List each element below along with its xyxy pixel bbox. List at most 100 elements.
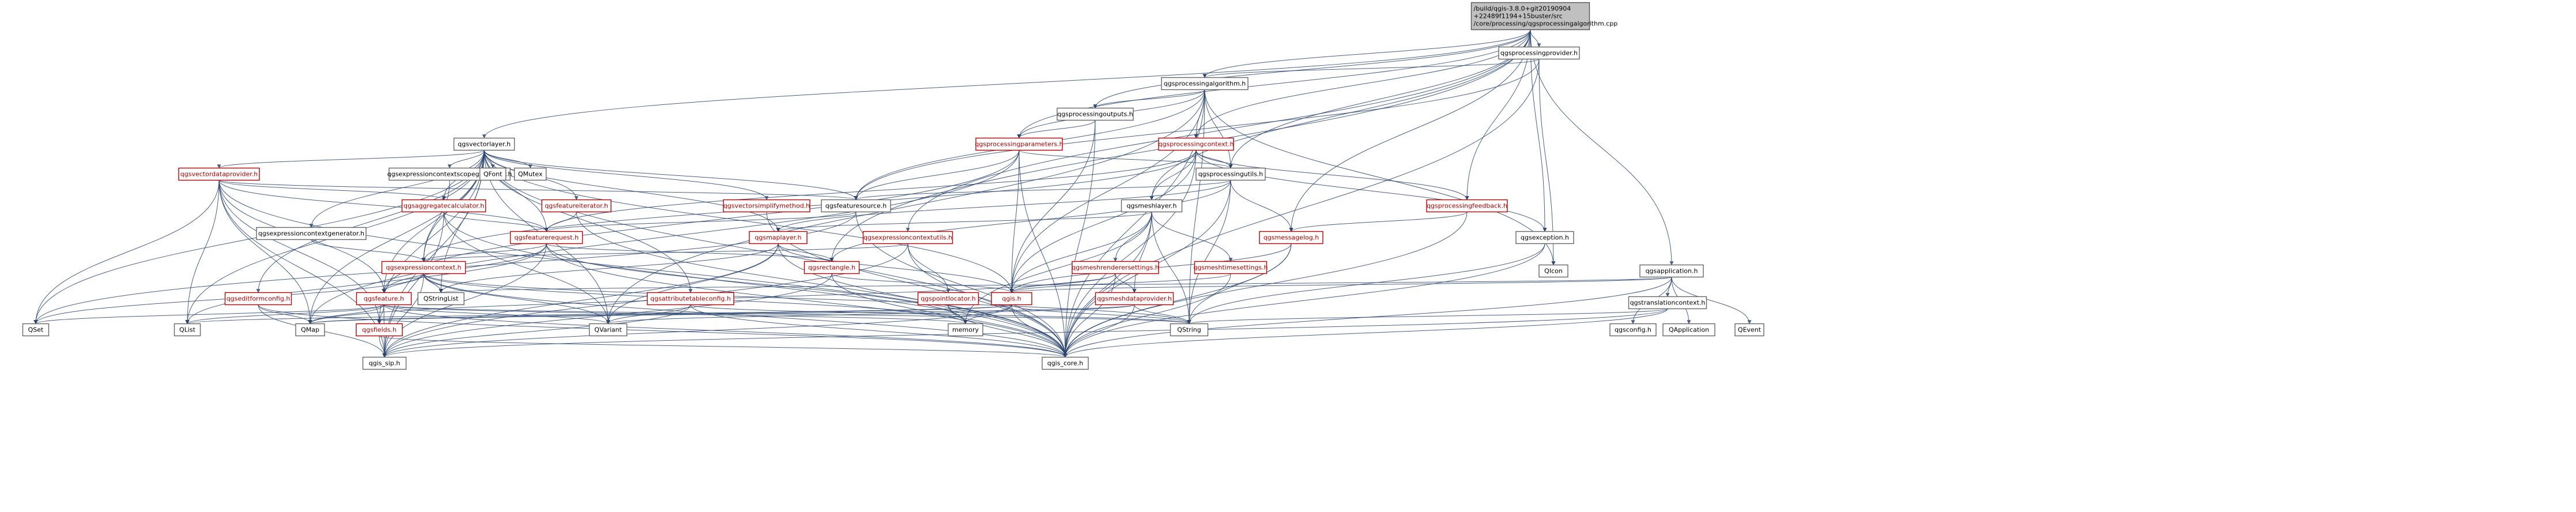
node-qgsexpressioncontext[interactable]: qgsexpressioncontext.h	[381, 261, 466, 274]
edge-qgsprocessingcontext-to-qgis_core	[1063, 150, 1197, 358]
node-qgsattributetableconfig[interactable]: qgsattributetableconfig.h	[647, 292, 734, 306]
edge-qgsprocessingfeedback-to-qgis_core	[1063, 212, 1468, 358]
node-qgis_core[interactable]: qgis_core.h	[1042, 356, 1089, 370]
node-label: QStringList	[424, 295, 459, 303]
edge-qgis-to-qgis_sip	[382, 304, 1012, 358]
edge-qgsmeshdataprovider-to-QMap	[308, 304, 1135, 325]
node-QVariant[interactable]: QVariant	[589, 323, 628, 337]
node-qgsprocessingfeedback[interactable]: qgsprocessingfeedback.h	[1426, 199, 1508, 213]
node-qgsprocessingprovider[interactable]: qgsprocessingprovider.h	[1498, 46, 1580, 60]
edge-qgsvectorlayer-to-QMutex	[484, 150, 533, 169]
edge-qgsfeaturerequest-to-qgis_core	[546, 243, 1068, 358]
node-box	[174, 323, 201, 337]
edge-qgsprocessingalgorithm-to-QString	[1187, 89, 1205, 325]
node-qgsexception[interactable]: qgsexception.h	[1515, 231, 1574, 244]
node-box	[991, 292, 1032, 306]
node-QMap[interactable]: QMap	[295, 323, 325, 337]
node-label: qgsvectordataprovider.h	[180, 171, 258, 178]
edge-qgsmeshrenderersettings-to-qgis	[1009, 273, 1116, 293]
node-qgspointlocator[interactable]: qgspointlocator.h	[917, 292, 979, 306]
node-qgseditformconfig[interactable]: qgseditformconfig.h	[224, 292, 292, 306]
node-box	[1095, 292, 1174, 306]
node-box	[1628, 296, 1707, 310]
node-qgsaggregatecalculator[interactable]: qgsaggregatecalculator.h	[401, 199, 486, 213]
edge-qgsexpressioncontextutils-to-qgspointlocator	[907, 243, 951, 293]
node-qgstranslationcontext[interactable]: qgstranslationcontext.h	[1628, 296, 1707, 310]
edge-qgsvectorlayer-to-qgsexpressioncontextscopegenerator	[447, 150, 485, 169]
edge-qgstranslationcontext-to-qgis_core	[1063, 308, 1668, 358]
edge-qgsprocessingcontext-to-qgsmeshlayer	[1149, 150, 1197, 201]
node-qgsexpressioncontextgenerator[interactable]: qgsexpressioncontextgenerator.h	[256, 227, 367, 240]
node-box	[1158, 137, 1234, 151]
node-qgsmessagelog[interactable]: qgsmessagelog.h	[1259, 231, 1323, 244]
edge-qgsprocessingprovider-to-qgis_core	[1063, 59, 1540, 358]
node-memory[interactable]: memory	[948, 323, 983, 337]
node-root[interactable]: /build/qgis-3.8.0+git20190904+22489f1194…	[1470, 2, 1618, 31]
node-qgsprocessingcontext[interactable]: qgsprocessingcontext.h	[1158, 137, 1234, 151]
node-label: +22489f1194+15buster/src	[1474, 13, 1563, 20]
node-qgsprocessingparameters[interactable]: qgsprocessingparameters.h	[975, 137, 1063, 151]
node-qgsvectordataprovider[interactable]: qgsvectordataprovider.h	[178, 167, 260, 181]
node-QEvent[interactable]: QEvent	[1734, 323, 1764, 337]
edge-root-to-qgsprocessingalgorithm	[1202, 29, 1531, 78]
node-qgsmeshtimesettings[interactable]: qgsmeshtimesettings.h	[1193, 261, 1268, 274]
node-qgsvectorlayer[interactable]: qgsvectorlayer.h	[453, 137, 515, 151]
edge-qgsfeature-to-QList	[185, 304, 384, 325]
node-QStringList[interactable]: QStringList	[417, 292, 465, 306]
node-box	[479, 167, 507, 181]
node-QString[interactable]: QString	[1170, 323, 1209, 337]
node-label: qgsmeshdataprovider.h	[1097, 295, 1172, 303]
node-box	[381, 261, 466, 274]
node-QList[interactable]: QList	[174, 323, 201, 337]
node-label: qgsmaplayer.h	[755, 234, 801, 242]
node-qgsfeaturerequest[interactable]: qgsfeaturerequest.h	[510, 231, 583, 244]
node-qgsprocessingutils[interactable]: qgsprocessingutils.h	[1195, 167, 1266, 181]
node-label: /core/processing/qgsprocessingalgorithm.…	[1474, 20, 1618, 28]
node-qgsmeshdataprovider[interactable]: qgsmeshdataprovider.h	[1095, 292, 1174, 306]
node-box	[1057, 107, 1134, 121]
edge-qgsprocessingutils-to-qgsfeaturesource	[854, 180, 1231, 201]
node-qgis_sip[interactable]: qgis_sip.h	[362, 356, 407, 370]
node-box	[401, 199, 486, 213]
edge-qgsprocessingcontext-to-qgsfeaturerequest	[544, 150, 1197, 232]
node-qgsapplication[interactable]: qgsapplication.h	[1639, 264, 1704, 278]
node-qgsconfig[interactable]: qgsconfig.h	[1609, 323, 1657, 337]
node-QSet[interactable]: QSet	[22, 323, 50, 337]
node-qgsexpressioncontextutils[interactable]: qgsexpressioncontextutils.h	[862, 231, 953, 244]
node-qgsfeatureiterator[interactable]: qgsfeatureiterator.h	[541, 199, 612, 213]
node-box	[295, 323, 325, 337]
node-label: QList	[179, 326, 196, 334]
edge-root-to-qgsmessagelog	[1289, 29, 1531, 232]
node-label: qgsprocessingfeedback.h	[1427, 202, 1507, 210]
node-box	[417, 292, 465, 306]
node-qgsprocessingalgorithm[interactable]: qgsprocessingalgorithm.h	[1161, 77, 1249, 91]
node-qgsfeaturesource[interactable]: qgsfeaturesource.h	[821, 199, 891, 213]
edge-qgsexpressioncontextutils-to-qgis_sip	[382, 243, 908, 358]
node-QApplication[interactable]: QApplication	[1662, 323, 1715, 337]
edge-qgsfeaturerequest-to-qgis_sip	[382, 243, 547, 358]
node-qgsvectorsimplifymethod[interactable]: qgsvectorsimplifymethod.h	[723, 199, 810, 213]
node-qgis[interactable]: qgis.h	[991, 292, 1032, 306]
node-qgsrectangle[interactable]: qgsrectangle.h	[804, 261, 860, 274]
edge-qgsvectordataprovider-to-QMap	[218, 180, 312, 325]
edge-qgsvectorlayer-to-QMap	[308, 150, 485, 325]
node-QFont[interactable]: QFont	[479, 167, 507, 181]
edge-qgsexpressioncontextgenerator-to-qgsexpressioncontext	[311, 239, 426, 262]
edge-qgsprocessingalgorithm-to-qgsprocessingutils	[1204, 89, 1233, 169]
edge-qgsmeshdataprovider-to-qgis_core	[1063, 304, 1135, 358]
node-label: qgsrectangle.h	[808, 264, 855, 272]
node-QIcon[interactable]: QIcon	[1538, 264, 1568, 278]
node-QMutex[interactable]: QMutex	[514, 167, 547, 181]
node-label: qgsprocessingparameters.h	[975, 141, 1063, 148]
edge-qgsprocessingcontext-to-qgsexception	[1195, 150, 1547, 232]
node-label: QMutex	[518, 171, 543, 178]
node-qgsfields[interactable]: qgsfields.h	[356, 323, 403, 337]
node-label: qgsfeaturesource.h	[825, 202, 887, 210]
node-qgsmeshrenderersettings[interactable]: qgsmeshrenderersettings.h	[1072, 261, 1159, 274]
node-qgsfeature[interactable]: qgsfeature.h	[356, 292, 412, 306]
node-qgsmeshlayer[interactable]: qgsmeshlayer.h	[1121, 199, 1183, 213]
node-qgsprocessingoutputs[interactable]: qgsprocessingoutputs.h	[1057, 107, 1134, 121]
node-qgsmaplayer[interactable]: qgsmaplayer.h	[749, 231, 808, 244]
node-box	[1734, 323, 1764, 337]
